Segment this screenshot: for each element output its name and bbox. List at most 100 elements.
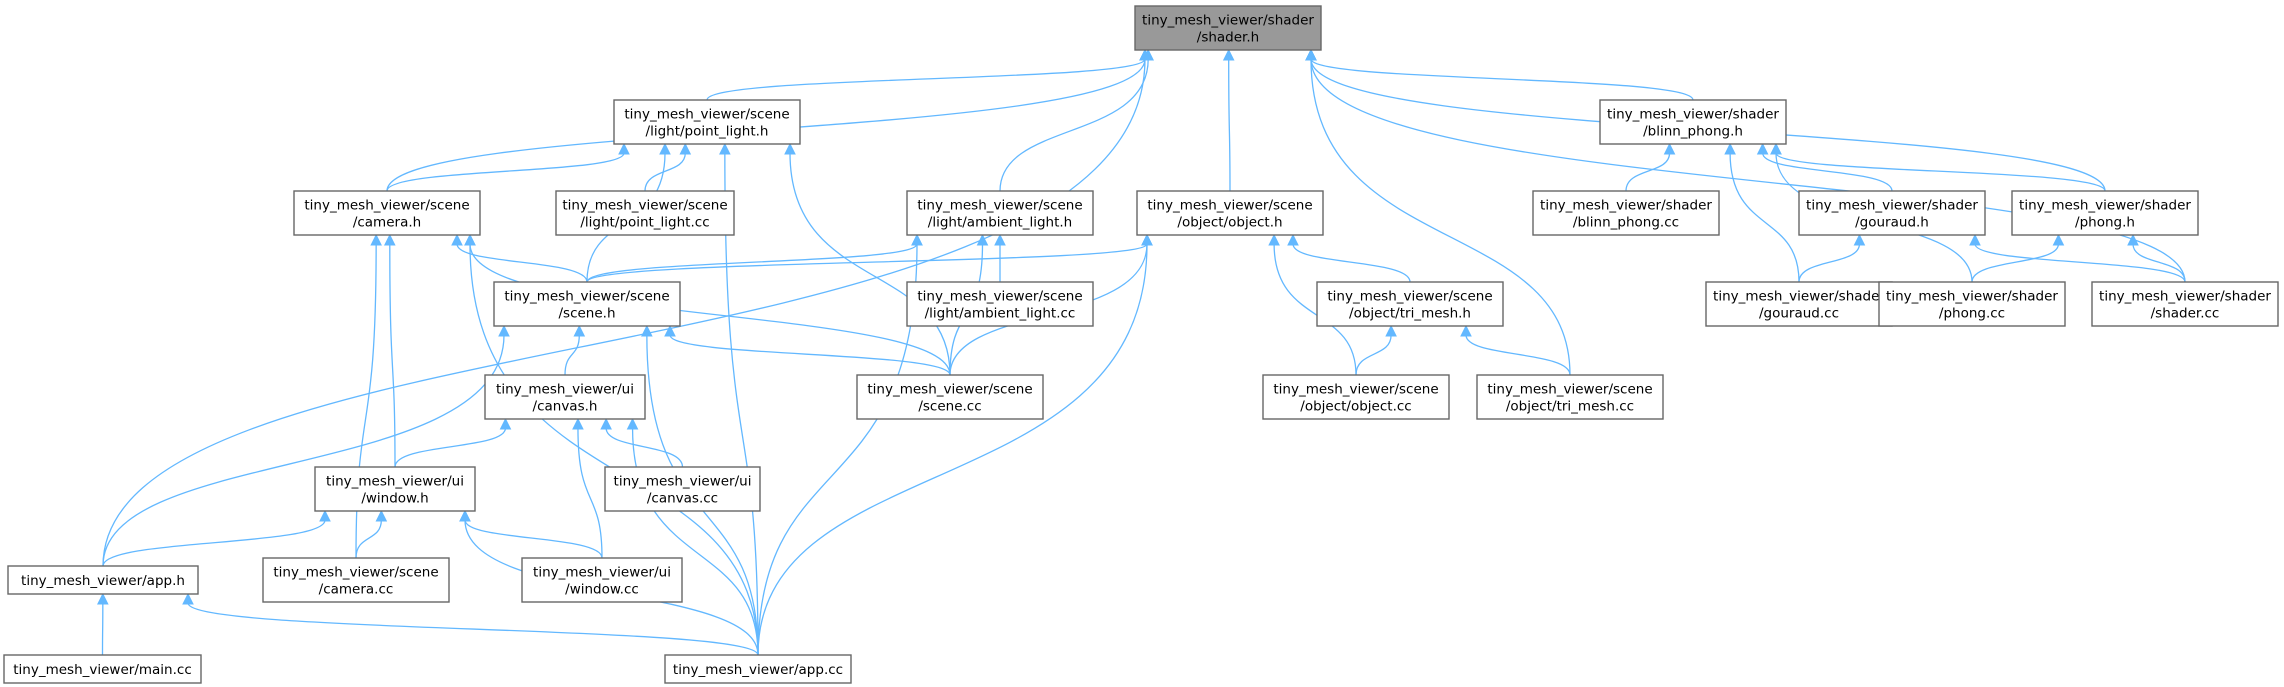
node-window-h[interactable]: tiny_mesh_viewer/ui/window.h bbox=[314, 466, 476, 512]
node-box[interactable] bbox=[1599, 99, 1787, 145]
arrow-head-icon bbox=[1663, 142, 1676, 155]
node-camera-cc[interactable]: tiny_mesh_viewer/scene/camera.cc bbox=[262, 557, 450, 603]
edge-blinn-phong-h-to-blinn-phong-cc bbox=[1625, 152, 1671, 192]
node-box[interactable] bbox=[1532, 190, 1720, 236]
edge-window-h-to-app-h bbox=[102, 519, 326, 567]
node-box[interactable] bbox=[856, 374, 1044, 420]
node-label-line: tiny_mesh_viewer/scene bbox=[917, 289, 1082, 305]
node-label-line: tiny_mesh_viewer/scene bbox=[304, 198, 469, 214]
edge-object-h-to-app-cc bbox=[757, 243, 1148, 656]
node-label-line: tiny_mesh_viewer/scene bbox=[504, 289, 669, 305]
node-box[interactable] bbox=[906, 190, 1094, 236]
node-box[interactable] bbox=[664, 654, 852, 684]
node-label-line: tiny_mesh_viewer/shader bbox=[1713, 289, 1885, 305]
node-tri-mesh-cc[interactable]: tiny_mesh_viewer/scene/object/tri_mesh.c… bbox=[1476, 374, 1664, 420]
arrow-head-icon bbox=[1460, 324, 1472, 337]
node-point-light-cc[interactable]: tiny_mesh_viewer/scene/light/point_light… bbox=[555, 190, 735, 236]
edge-ambient-light-h-to-app-cc bbox=[757, 243, 918, 656]
node-box[interactable] bbox=[1705, 281, 1893, 327]
node-app-h[interactable]: tiny_mesh_viewer/app.h bbox=[7, 565, 199, 595]
edge-shader-h-to-object-h bbox=[1228, 58, 1231, 192]
node-main-cc[interactable]: tiny_mesh_viewer/main.cc bbox=[3, 654, 202, 684]
node-box[interactable] bbox=[314, 466, 476, 512]
node-box[interactable] bbox=[1316, 281, 1504, 327]
node-label-line: tiny_mesh_viewer/scene bbox=[1327, 289, 1492, 305]
edge-shader-h-to-app-h bbox=[102, 58, 1146, 567]
node-box[interactable] bbox=[1798, 190, 1986, 236]
edge-scene-h-to-canvas-h bbox=[564, 334, 580, 376]
node-box[interactable] bbox=[7, 565, 199, 595]
node-label-line: tiny_mesh_viewer/scene bbox=[867, 382, 1032, 398]
node-label-line: /light/ambient_light.cc bbox=[925, 306, 1076, 322]
node-label-line: tiny_mesh_viewer/ui bbox=[496, 382, 634, 398]
arrow-head-icon bbox=[1142, 48, 1155, 61]
node-box[interactable] bbox=[1476, 374, 1664, 420]
node-box[interactable] bbox=[555, 190, 735, 236]
node-label-line: tiny_mesh_viewer/shader bbox=[1607, 107, 1779, 123]
node-box[interactable] bbox=[1262, 374, 1450, 420]
arrow-head-icon bbox=[2127, 233, 2139, 246]
node-box[interactable] bbox=[3, 654, 202, 684]
node-box[interactable] bbox=[2091, 281, 2279, 327]
arrow-head-icon bbox=[182, 592, 194, 605]
node-object-h[interactable]: tiny_mesh_viewer/scene/object/object.h bbox=[1136, 190, 1324, 236]
edge-canvas-h-to-window-h bbox=[394, 427, 507, 468]
node-canvas-h[interactable]: tiny_mesh_viewer/ui/canvas.h bbox=[484, 374, 646, 420]
arrow-head-icon bbox=[600, 417, 612, 430]
node-phong-cc[interactable]: tiny_mesh_viewer/shader/phong.cc bbox=[1878, 281, 2066, 327]
node-scene-h[interactable]: tiny_mesh_viewer/scene/scene.h bbox=[493, 281, 681, 327]
node-gouraud-cc[interactable]: tiny_mesh_viewer/shader/gouraud.cc bbox=[1705, 281, 1893, 327]
node-box[interactable] bbox=[293, 190, 481, 236]
node-box[interactable] bbox=[604, 466, 761, 512]
node-box[interactable] bbox=[493, 281, 681, 327]
node-box[interactable] bbox=[484, 374, 646, 420]
edge-tri-mesh-h-to-tri-mesh-cc bbox=[1465, 334, 1571, 376]
node-gouraud-h[interactable]: tiny_mesh_viewer/shader/gouraud.h bbox=[1798, 190, 1986, 236]
node-label-line: tiny_mesh_viewer/main.cc bbox=[13, 662, 192, 678]
node-phong-h[interactable]: tiny_mesh_viewer/shader/phong.h bbox=[2011, 190, 2199, 236]
arrow-head-icon bbox=[679, 142, 692, 155]
node-label-line: tiny_mesh_viewer/scene bbox=[562, 198, 727, 214]
node-camera-h[interactable]: tiny_mesh_viewer/scene/camera.h bbox=[293, 190, 481, 236]
node-box[interactable] bbox=[1134, 5, 1322, 51]
node-label-line: tiny_mesh_viewer/shader bbox=[1806, 198, 1978, 214]
node-canvas-cc[interactable]: tiny_mesh_viewer/ui/canvas.cc bbox=[604, 466, 761, 512]
edge-gouraud-h-to-shader-cc bbox=[1974, 243, 2186, 283]
node-tri-mesh-h[interactable]: tiny_mesh_viewer/scene/object/tri_mesh.h bbox=[1316, 281, 1504, 327]
edge-canvas-h-to-window-cc bbox=[577, 427, 603, 559]
node-box[interactable] bbox=[906, 281, 1094, 327]
edge-camera-h-to-window-h bbox=[389, 243, 396, 468]
node-blinn-phong-h[interactable]: tiny_mesh_viewer/shader/blinn_phong.h bbox=[1599, 99, 1787, 145]
node-box[interactable] bbox=[1136, 190, 1324, 236]
arrow-head-icon bbox=[499, 417, 512, 430]
edge-window-h-to-window-cc bbox=[464, 519, 603, 559]
node-window-cc[interactable]: tiny_mesh_viewer/ui/window.cc bbox=[521, 557, 683, 603]
node-ambient-light-cc[interactable]: tiny_mesh_viewer/scene/light/ambient_lig… bbox=[906, 281, 1094, 327]
node-box[interactable] bbox=[613, 99, 801, 145]
node-box[interactable] bbox=[1878, 281, 2066, 327]
arrow-head-icon bbox=[319, 509, 331, 522]
node-label-line: /blinn_phong.cc bbox=[1573, 215, 1679, 231]
node-box[interactable] bbox=[262, 557, 450, 603]
node-object-cc[interactable]: tiny_mesh_viewer/scene/object/object.cc bbox=[1262, 374, 1450, 420]
node-label-line: /shader.h bbox=[1197, 30, 1259, 46]
node-label-line: /camera.cc bbox=[319, 582, 394, 598]
node-shader-h[interactable]: tiny_mesh_viewer/shader/shader.h bbox=[1134, 5, 1322, 51]
edge-camera-h-to-scene-h bbox=[456, 243, 588, 283]
edge-gouraud-h-to-gouraud-cc bbox=[1798, 243, 1861, 283]
node-box[interactable] bbox=[2011, 190, 2199, 236]
node-app-cc[interactable]: tiny_mesh_viewer/app.cc bbox=[664, 654, 852, 684]
edge-tri-mesh-h-to-object-cc bbox=[1355, 334, 1392, 376]
node-scene-cc[interactable]: tiny_mesh_viewer/scene/scene.cc bbox=[856, 374, 1044, 420]
node-label-line: /object/object.cc bbox=[1300, 399, 1411, 415]
node-point-light-h[interactable]: tiny_mesh_viewer/scene/light/point_light… bbox=[613, 99, 801, 145]
node-label-line: tiny_mesh_viewer/app.h bbox=[21, 573, 185, 589]
node-label-line: /canvas.h bbox=[533, 399, 598, 415]
node-shader-cc[interactable]: tiny_mesh_viewer/shader/shader.cc bbox=[2091, 281, 2279, 327]
node-label-line: /canvas.cc bbox=[647, 491, 718, 507]
arrow-head-icon bbox=[1222, 48, 1235, 61]
node-blinn-phong-cc[interactable]: tiny_mesh_viewer/shader/blinn_phong.cc bbox=[1532, 190, 1720, 236]
node-ambient-light-h[interactable]: tiny_mesh_viewer/scene/light/ambient_lig… bbox=[906, 190, 1094, 236]
node-box[interactable] bbox=[521, 557, 683, 603]
node-label-line: tiny_mesh_viewer/scene bbox=[1273, 382, 1438, 398]
